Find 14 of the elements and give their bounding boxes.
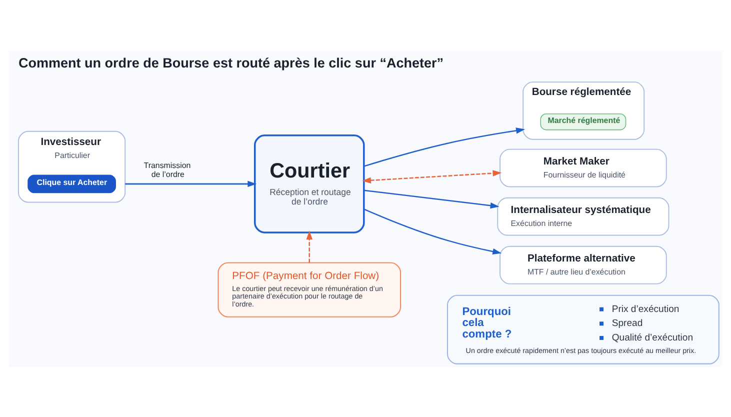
node-box: Courtier Réception et routage de l’ordre [254, 134, 365, 233]
arrow [364, 208, 502, 254]
arrow [362, 170, 502, 183]
node-box: Marché réglementé [540, 112, 626, 130]
arrow [364, 189, 500, 208]
node-box: Market Maker Fournisseur de liquidité [500, 148, 667, 187]
diagram-title: Comment un ordre de Bourse est routé après le clic sur “Acheter” [18, 54, 444, 70]
arrow [306, 230, 313, 262]
arrow [364, 127, 526, 166]
node-box: Clique sur Acheter [28, 174, 116, 193]
node-box: Plateforme alternative MTF / autre lieu d’exécution [500, 245, 667, 284]
edge-label: Transmission de l’ordre [144, 160, 191, 178]
arrow [125, 180, 257, 187]
node-box: Internalisateur systématique Exécution interne [497, 196, 670, 236]
